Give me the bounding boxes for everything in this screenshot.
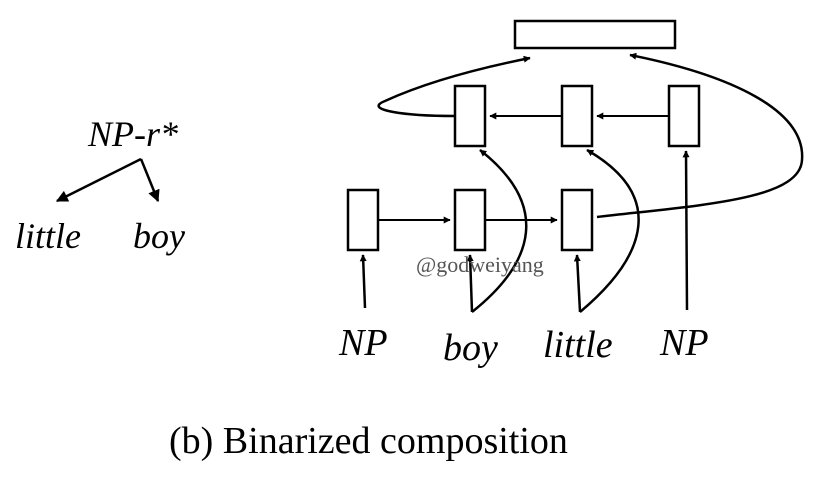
sequence-node-2 bbox=[453, 188, 487, 252]
tree-edge-left bbox=[55, 157, 142, 203]
tree-edge-right bbox=[139, 158, 160, 203]
curve-arrow-boy bbox=[471, 149, 528, 313]
sequence-node-3 bbox=[560, 188, 594, 252]
input-label-1: NP bbox=[338, 322, 388, 364]
input-label-3: little bbox=[543, 324, 613, 366]
input-label-4: NP bbox=[659, 322, 709, 364]
curve-arrow-little bbox=[579, 148, 640, 313]
figure-caption: (b) Binarized composition bbox=[169, 420, 568, 462]
input-arrow-np-right bbox=[682, 150, 690, 311]
binary-tree: NP-r* little boy bbox=[15, 114, 185, 256]
watermark: @godweiyang bbox=[416, 252, 544, 277]
composition-node-1 bbox=[453, 84, 487, 148]
input-arrow-boy bbox=[466, 254, 474, 313]
sequence-node-1 bbox=[346, 188, 380, 252]
loop-edge-right bbox=[596, 52, 804, 219]
composition-node-3 bbox=[667, 84, 701, 148]
tree-leaf-left: little bbox=[15, 216, 81, 256]
input-arrow-little bbox=[573, 254, 582, 313]
output-node bbox=[513, 19, 677, 50]
input-arrow-np-left bbox=[359, 254, 367, 309]
composition-node-2 bbox=[560, 84, 594, 148]
loop-edge-left bbox=[377, 55, 531, 118]
tree-leaf-right: boy bbox=[133, 216, 185, 256]
tree-root-label: NP-r* bbox=[87, 114, 178, 154]
input-label-2: boy bbox=[443, 327, 498, 369]
composition-network: @godweiyang NP boy little NP bbox=[338, 19, 804, 369]
